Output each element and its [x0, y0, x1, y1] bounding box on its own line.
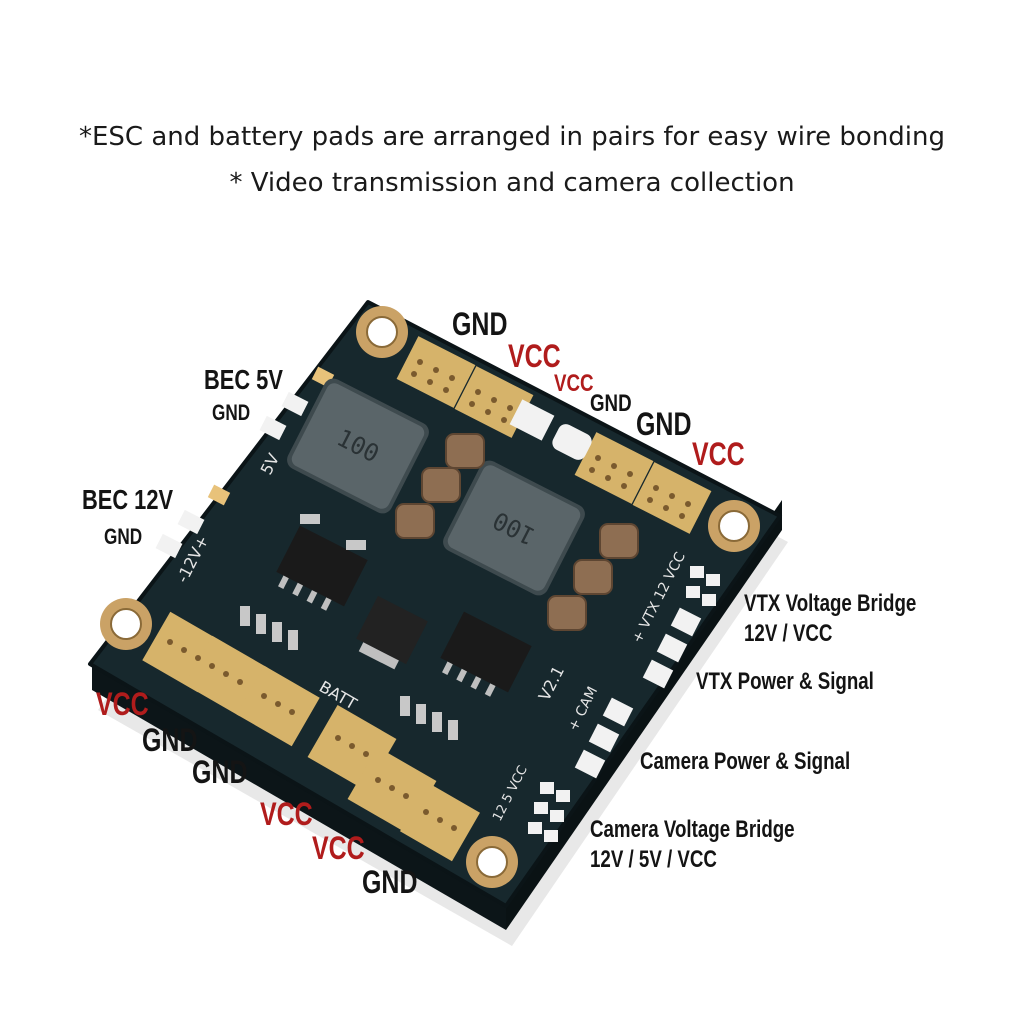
inductor: 100 — [287, 378, 429, 514]
mounting-hole — [708, 500, 760, 552]
label-cam-power: Camera Power & Signal — [640, 748, 851, 775]
label-left-gnd-2: GND — [192, 754, 248, 790]
label-bec-5v-gnd: GND — [212, 400, 251, 425]
vtx-bridge-pads — [686, 566, 720, 606]
label-bottom-vcc-2: VCC — [312, 830, 365, 866]
label-vtx-bridge-1: VTX Voltage Bridge — [744, 590, 917, 617]
label-cam-bridge-2: 12V / 5V / VCC — [590, 846, 717, 873]
label-top-vcc-2: VCC — [554, 370, 594, 397]
regulator-ic — [276, 525, 368, 611]
label-top-gnd-small: GND — [590, 390, 632, 417]
label-vtx-bridge-2: 12V / VCC — [744, 620, 833, 647]
camera-bridge-pads — [528, 782, 570, 842]
label-top-gnd: GND — [452, 306, 508, 342]
label-bec-5v: BEC 5V — [204, 364, 283, 395]
mounting-hole — [100, 598, 152, 650]
camera-power-pads — [574, 697, 634, 779]
caption-line-2: * Video transmission and camera collecti… — [229, 168, 795, 198]
label-left-vcc: VCC — [96, 686, 149, 722]
pad-vias — [167, 359, 691, 831]
mounting-hole — [466, 836, 518, 888]
label-bec-12v-gnd: GND — [104, 524, 143, 549]
mosfet — [356, 595, 428, 670]
label-left-gnd-1: GND — [142, 722, 198, 758]
vtx-power-pads — [642, 607, 702, 689]
label-right-gnd: GND — [636, 406, 692, 442]
label-bec-12v: BEC 12V — [82, 484, 174, 515]
regulator-ic — [440, 611, 532, 697]
label-cam-bridge-1: Camera Voltage Bridge — [590, 816, 795, 843]
label-top-vcc-1: VCC — [508, 338, 561, 374]
vcc-pad — [509, 399, 555, 441]
caption-line-1: *ESC and battery pads are arranged in pa… — [78, 122, 946, 152]
smd-components — [240, 514, 458, 740]
inductor: 100 — [443, 460, 585, 596]
label-right-vcc: VCC — [692, 436, 745, 472]
label-bottom-gnd: GND — [362, 864, 418, 900]
gnd-pad — [552, 424, 592, 460]
label-vtx-power: VTX Power & Signal — [696, 668, 874, 695]
mounting-hole — [356, 306, 408, 358]
capacitor — [395, 433, 639, 631]
label-bottom-vcc-1: VCC — [260, 796, 313, 832]
bec-12v-pads — [155, 484, 231, 559]
